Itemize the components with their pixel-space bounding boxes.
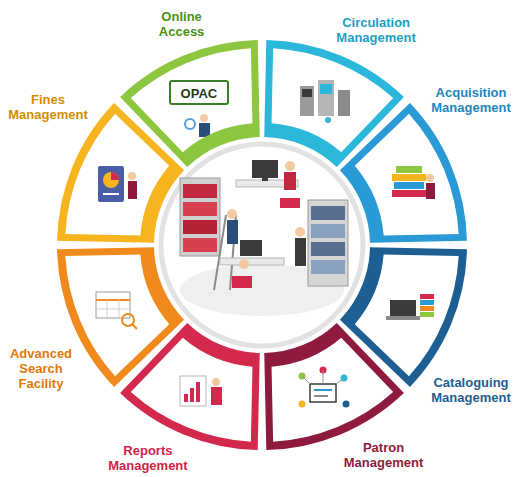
segment-frame: [120, 40, 260, 167]
segment-shape: [263, 321, 406, 452]
wheel-segment: Online Access: [119, 39, 262, 170]
segment-shape: [119, 39, 262, 170]
segment-frame: [120, 323, 260, 450]
segment-label: Acquisition Management: [427, 85, 515, 115]
segment-shape: [263, 39, 406, 170]
segment-label: Reports Management: [104, 443, 192, 473]
wheel-segment: Cataloguing Management: [338, 246, 469, 389]
wheel-segment: Acquisition Management: [338, 102, 469, 245]
segment-frame: [264, 40, 404, 167]
segment-frame: [340, 103, 467, 243]
segment-label: Advanced Search Facility: [4, 346, 78, 391]
segment-shape: [56, 102, 187, 245]
icon-label: OPAC: [181, 86, 218, 101]
segment-label: Fines Management: [4, 92, 92, 122]
segment-shape: [119, 321, 262, 452]
segment-label: Online Access: [151, 9, 213, 39]
segment-frame: [57, 247, 184, 387]
wheel-segment: Circulation Management: [263, 39, 406, 170]
wheel-segment: Patron Management: [263, 321, 406, 452]
segment-label: Circulation Management: [332, 15, 420, 45]
segment-label: Cataloguing Management: [427, 375, 515, 405]
segment-shape: [338, 102, 469, 245]
segment-shape: [338, 246, 469, 389]
segment-frame: [264, 323, 404, 450]
wheel-segment: Reports Management: [119, 321, 262, 452]
segment-label: Patron Management: [340, 440, 428, 470]
wheel-segment: Advanced Search Facility: [56, 246, 187, 389]
wheel-segment: Fines Management: [56, 102, 187, 245]
segment-frame: [340, 247, 467, 387]
segment-shape: [56, 246, 187, 389]
segment-frame: [57, 103, 184, 243]
